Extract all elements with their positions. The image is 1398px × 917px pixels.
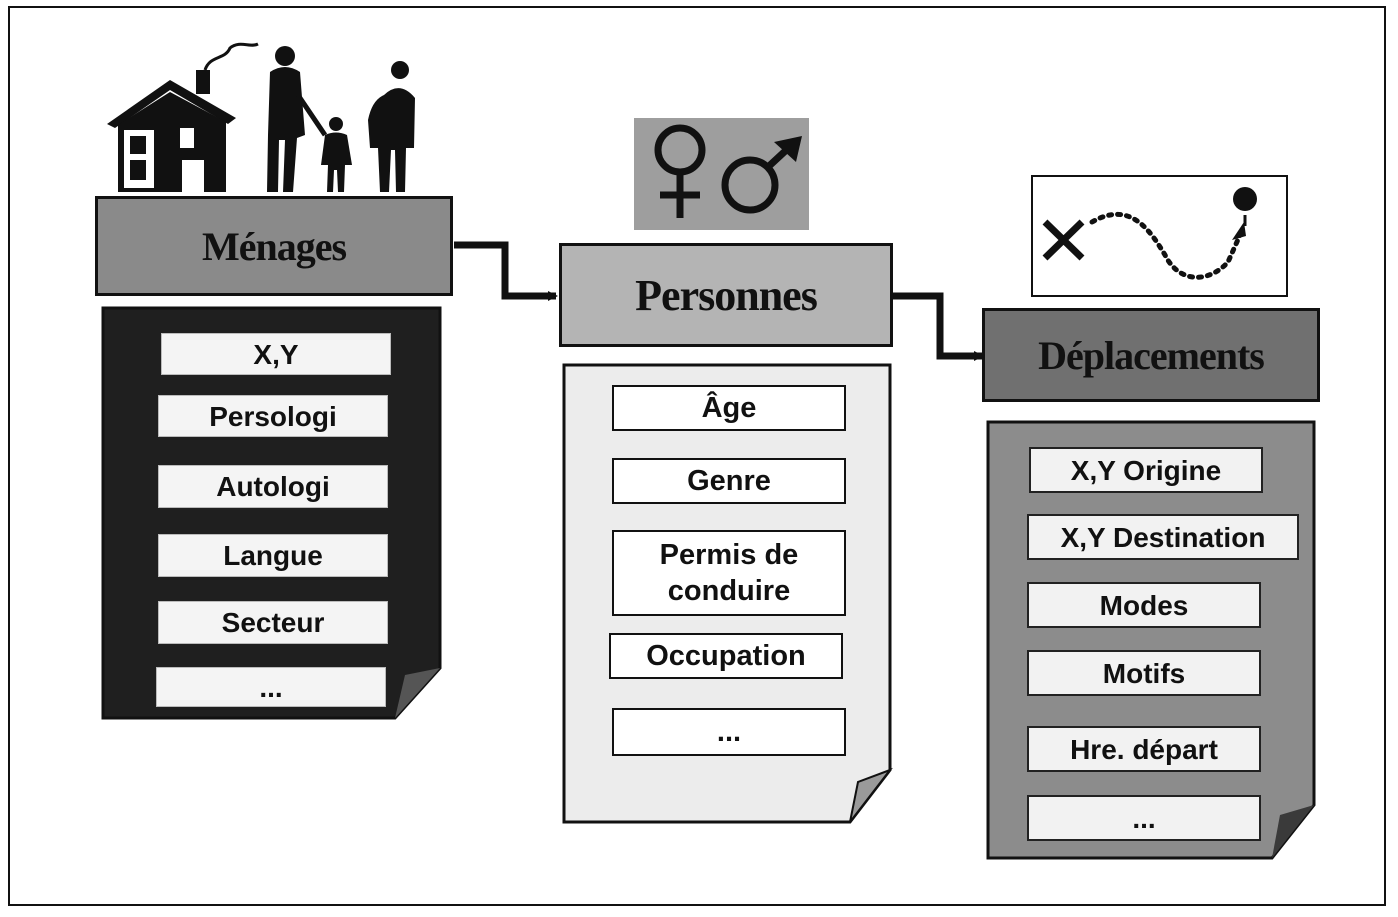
menages-item-more: ...: [156, 667, 386, 707]
menages-item-xy: X,Y: [161, 333, 391, 375]
deplacements-item-motifs: Motifs: [1027, 650, 1261, 696]
arrow-personnes-to-deplacements: [893, 292, 984, 361]
gender-symbols-icon: [634, 118, 809, 230]
personnes-item-age: Âge: [612, 385, 846, 431]
arrow-menages-to-personnes: [454, 241, 558, 301]
menages-item-langue: Langue: [158, 534, 388, 577]
menages-item-persologi: Persologi: [158, 395, 388, 437]
deplacements-item-origine: X,Y Origine: [1029, 447, 1263, 493]
deplacements-panel-fold: [1272, 805, 1314, 858]
deplacements-item-depart: Hre. départ: [1027, 726, 1261, 772]
deplacements-item-modes: Modes: [1027, 582, 1261, 628]
personnes-item-permis: Permis de conduire: [612, 530, 846, 616]
deplacements-header: Déplacements: [982, 308, 1320, 402]
personnes-panel-fold: [849, 767, 893, 823]
personnes-item-more: ...: [612, 708, 846, 756]
personnes-item-occupation: Occupation: [609, 633, 843, 679]
personnes-header: Personnes: [559, 243, 893, 347]
personnes-item-genre: Genre: [612, 458, 846, 504]
menages-panel-fold: [395, 668, 440, 718]
household-family-icon: [107, 42, 415, 192]
diagram-frame: [8, 6, 1386, 906]
menages-item-autologi: Autologi: [158, 465, 388, 508]
trip-path-icon: [1031, 175, 1288, 297]
deplacements-item-destination: X,Y Destination: [1027, 514, 1299, 560]
menages-item-secteur: Secteur: [158, 601, 388, 644]
deplacements-item-more: ...: [1027, 795, 1261, 841]
menages-header: Ménages: [95, 196, 453, 296]
